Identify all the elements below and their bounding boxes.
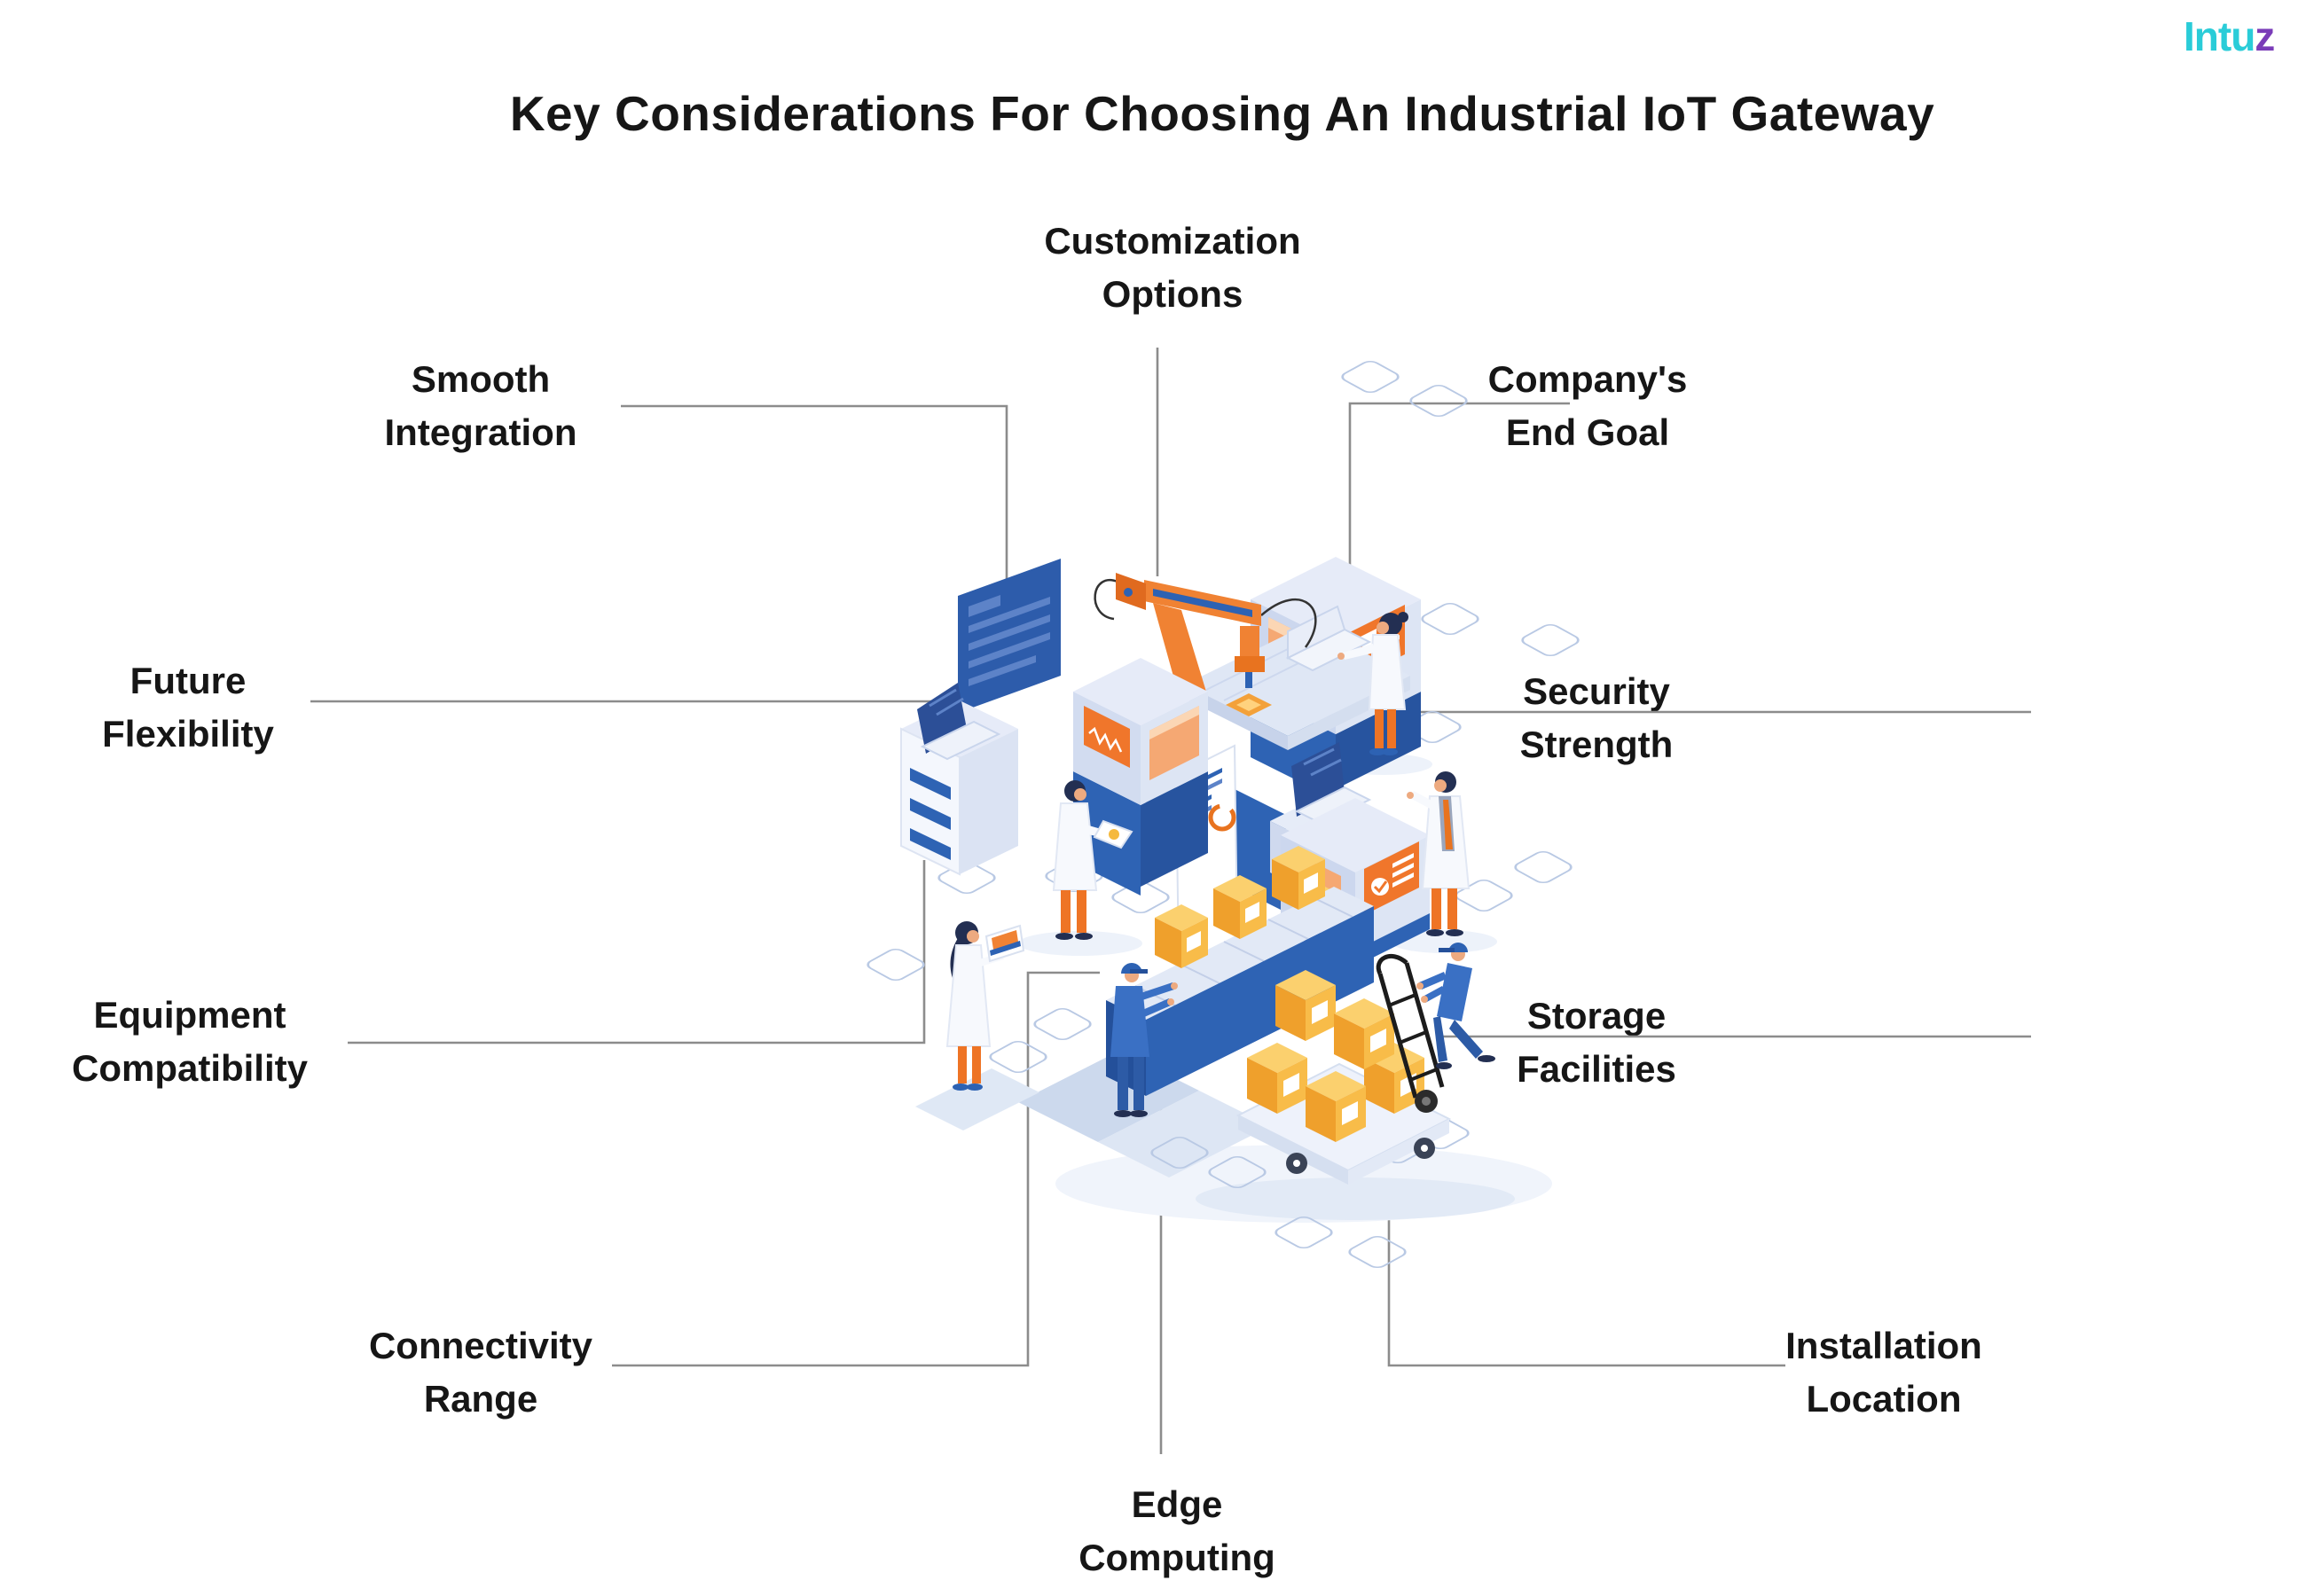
cardboard-box	[1306, 1071, 1366, 1142]
machine-left	[1073, 658, 1208, 896]
label-line: Integration	[384, 411, 577, 453]
waveform-screen-icon	[1084, 706, 1130, 768]
refresh-arrow-icon	[1208, 803, 1236, 832]
label-companys-end-goal: Company's End Goal	[1401, 353, 1774, 459]
label-installation-location: Installation Location	[1698, 1319, 2070, 1426]
chip-icon	[1226, 693, 1272, 716]
scientist-man-with-report	[1052, 780, 1133, 940]
connector-connectivity	[612, 971, 1100, 1367]
label-edge-computing: Edge Computing	[991, 1478, 1363, 1584]
label-line: Range	[423, 1378, 538, 1420]
label-future-flexibility: Future Flexibility	[2, 654, 374, 761]
worker-at-conveyor	[1110, 963, 1178, 1117]
cardboard-box	[1155, 904, 1208, 968]
label-line: Location	[1806, 1378, 1962, 1420]
label-line: Customization	[1044, 220, 1301, 262]
cabinet-with-laptop	[900, 683, 1018, 876]
connector-equipment	[348, 860, 926, 1044]
clipboard-papers-icon	[984, 924, 1025, 963]
connector-lines	[310, 348, 2031, 1454]
label-line: End Goal	[1505, 411, 1670, 453]
label-equipment-compatibility: Equipment Compatibility	[4, 989, 376, 1095]
connector-future	[310, 700, 952, 729]
conveyor-boxes	[1155, 846, 1325, 968]
connector-company	[1348, 402, 1570, 567]
scientist-woman-at-panel	[1337, 612, 1408, 755]
cardboard-box	[1213, 875, 1267, 939]
presentation-board	[958, 559, 1061, 713]
laptop-on-cabinet	[917, 683, 1001, 761]
label-line: Flexibility	[102, 713, 274, 755]
brand-logo: Intuz	[2184, 12, 2275, 60]
label-line: Connectivity	[368, 1325, 593, 1366]
label-line: Computing	[1078, 1537, 1275, 1578]
trolley-boxes	[1247, 970, 1424, 1142]
label-line: Strength	[1519, 724, 1674, 765]
label-line: Installation	[1785, 1325, 1982, 1366]
label-storage-facilities: Storage Facilities	[1410, 990, 1783, 1096]
label-line: Options	[1102, 273, 1243, 315]
label-line: Storage	[1526, 995, 1667, 1037]
label-security-strength: Security Strength	[1410, 665, 1783, 771]
worker-pushing-cart	[1416, 943, 1495, 1069]
laptop-on-platform	[1285, 605, 1372, 672]
woman-with-clipboard	[945, 921, 1025, 1091]
cardboard-box	[1247, 1043, 1307, 1114]
cardboard-box	[1275, 970, 1336, 1041]
label-smooth-integration: Smooth Integration	[294, 353, 667, 459]
label-line: Future	[129, 660, 247, 701]
label-connectivity-range: Connectivity Range	[294, 1319, 667, 1426]
robotic-arm	[1094, 573, 1317, 716]
label-line: Compatibility	[71, 1047, 308, 1089]
check-panel-icon	[1364, 841, 1419, 915]
brand-logo-main: Intu	[2184, 13, 2255, 59]
label-line: Company's	[1487, 358, 1688, 400]
cardboard-box	[1334, 998, 1394, 1069]
label-line: Security	[1523, 670, 1670, 712]
cardboard-box	[1272, 846, 1325, 910]
label-customization-options: Customization Options	[986, 215, 1359, 321]
connector-smooth	[621, 404, 1008, 581]
label-line: Facilities	[1517, 1048, 1676, 1090]
label-line: Edge	[1131, 1483, 1223, 1525]
hand-truck	[1376, 953, 1445, 1113]
brand-logo-accent: z	[2255, 13, 2275, 59]
label-line: Equipment	[93, 994, 286, 1036]
label-line: Smooth	[411, 358, 551, 400]
scientist-man-right	[1407, 771, 1471, 936]
page-title: Key Considerations For Choosing An Indus…	[509, 86, 1935, 141]
connector-installation	[1387, 1093, 1785, 1367]
